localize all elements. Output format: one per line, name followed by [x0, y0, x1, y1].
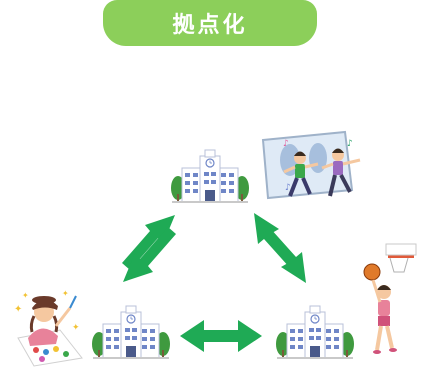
svg-text:✦: ✦ [62, 289, 69, 298]
school-bottom-left [91, 305, 171, 360]
arrow-top-to-bottom-right [254, 213, 306, 283]
painting-child-illustration: ✦ ✦ ✦ ✦ [14, 289, 83, 367]
svg-text:♪: ♪ [347, 139, 353, 149]
svg-text:✦: ✦ [22, 291, 29, 300]
title-text: 拠点化 [172, 13, 248, 38]
svg-text:♪: ♪ [283, 139, 289, 149]
svg-text:✦: ✦ [14, 304, 22, 315]
arrow-bottom-left-to-bottom-right [180, 320, 262, 352]
basketball-player-illustration [363, 243, 417, 354]
svg-text:✦: ✦ [72, 323, 80, 333]
school-top [170, 149, 250, 204]
title-badge: 拠点化 [103, 0, 317, 46]
dance-mirror-illustration: ♪ ♪ ♪ [261, 130, 361, 200]
arrow-top-to-bottom-left [122, 215, 176, 282]
school-bottom-right [275, 305, 355, 360]
svg-text:♪: ♪ [285, 183, 291, 193]
